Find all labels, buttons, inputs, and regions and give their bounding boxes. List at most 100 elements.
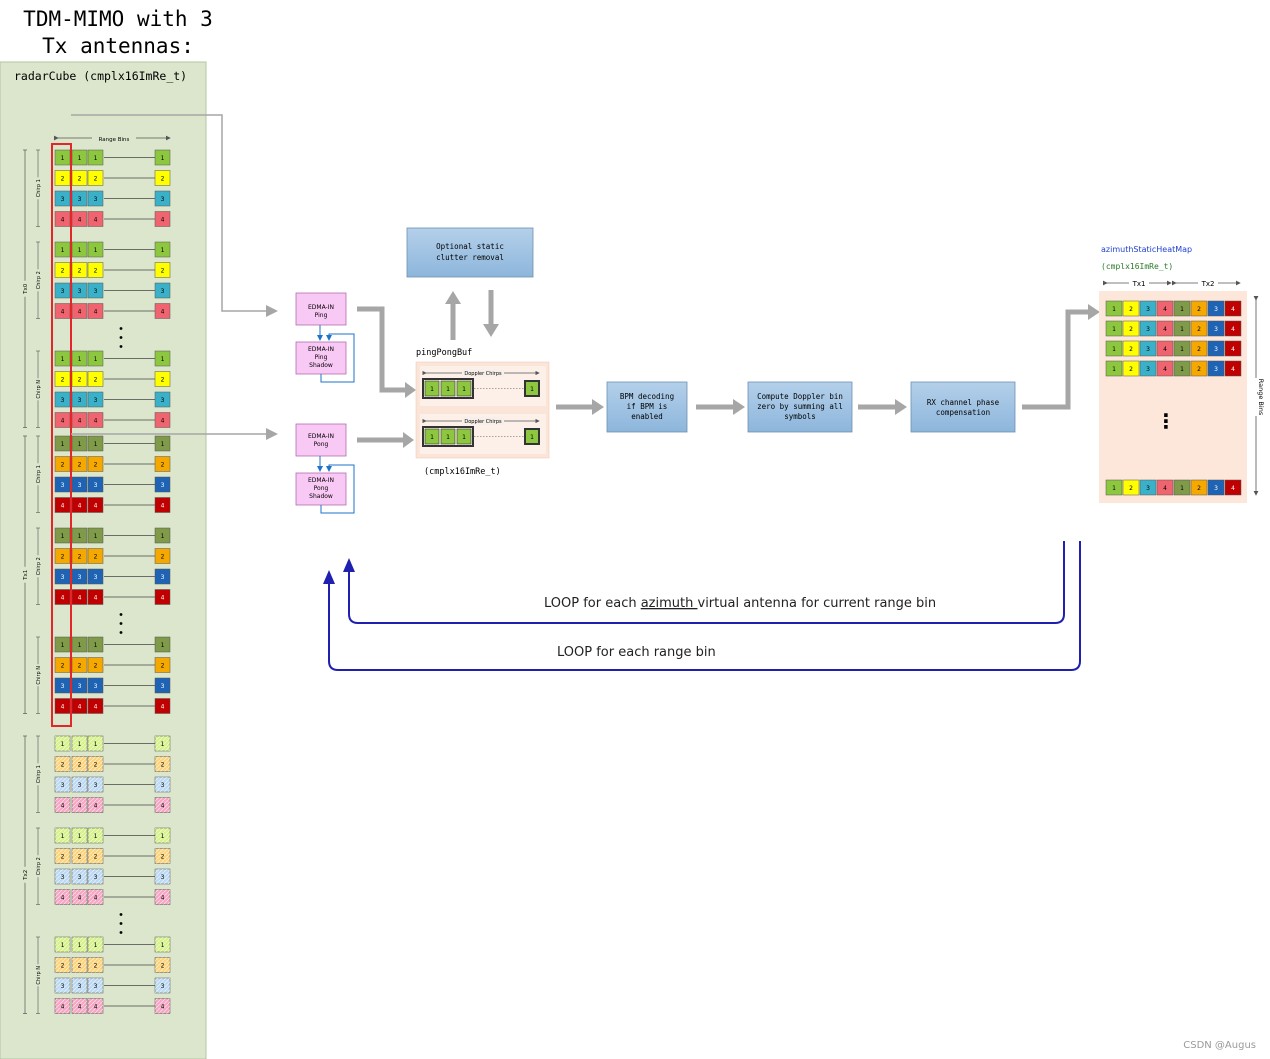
chirp-label: Chirp N — [36, 966, 42, 985]
chirp-label: Chirp 2 — [36, 271, 42, 289]
heatmap-cell-value: 3 — [1146, 366, 1150, 373]
doppler-chirps-label: Doppler Chirps — [464, 371, 502, 377]
cell-value: 3 — [94, 288, 98, 295]
chirp-label: Chirp 2 — [36, 557, 42, 575]
cell-value: 1 — [78, 247, 82, 254]
cell-value: 3 — [61, 782, 65, 789]
heatmap-cell — [1224, 360, 1242, 377]
cell-value: 1 — [78, 356, 82, 363]
heatmap-cell-value: 2 — [1129, 485, 1133, 492]
heatmap-cell-value: 4 — [1163, 485, 1167, 492]
cell-value: 1 — [61, 741, 65, 748]
cell-value: 2 — [94, 762, 98, 769]
inner-loop-label: LOOP for each azimuth virtual antenna fo… — [544, 596, 936, 611]
heatmap-cell — [1122, 300, 1140, 317]
cell-value: 1 — [61, 642, 65, 649]
cell-value: 1 — [161, 942, 165, 949]
inner-loop-arrow — [348, 541, 1065, 624]
heatmap-cell — [1139, 300, 1157, 317]
ping-pong-buf-type: (cmplx16ImRe_t) — [424, 467, 501, 477]
cell-value: 1 — [61, 441, 65, 448]
cell-value: 2 — [161, 268, 165, 275]
heatmap-cell-value: 1 — [1180, 306, 1184, 313]
cell-value: 4 — [78, 895, 82, 902]
cell-value: 4 — [78, 309, 82, 316]
cell-value: 3 — [78, 482, 82, 489]
buffer-cell — [456, 428, 472, 445]
cell-value: 2 — [78, 377, 82, 384]
range-bin-cell — [87, 677, 104, 694]
cell-value: 4 — [161, 503, 165, 510]
heatmap-cell — [1139, 479, 1157, 496]
buffer-cell-value: 1 — [462, 434, 466, 441]
range-bin-cell — [154, 282, 171, 299]
cell-value: 3 — [94, 482, 98, 489]
cell-value: 1 — [61, 356, 65, 363]
cell-value: 2 — [61, 176, 65, 183]
continuation-dot — [119, 613, 123, 616]
cell-value: 1 — [161, 533, 165, 540]
heatmap-cell-value: 2 — [1197, 306, 1201, 313]
heatmap-cell-value: 1 — [1112, 346, 1116, 353]
heatmap-cell — [1105, 340, 1123, 357]
heatmap-cell — [1173, 300, 1191, 317]
range-bin-cell — [154, 589, 171, 605]
cell-value: 1 — [161, 833, 165, 840]
cell-value: 3 — [161, 482, 165, 489]
heatmap-tx2-label: Tx2 — [1201, 280, 1215, 288]
heatmap-cell-value: 2 — [1197, 485, 1201, 492]
cell-value: 2 — [78, 663, 82, 670]
heatmap-cell-value: 4 — [1163, 346, 1167, 353]
range-bin-cell — [154, 657, 171, 673]
cell-value: 4 — [61, 503, 65, 510]
range-bin-cell — [154, 527, 171, 544]
cell-value: 3 — [161, 288, 165, 295]
heatmap-cell-value: 2 — [1197, 326, 1201, 333]
buffer-cell-value: 1 — [446, 434, 450, 441]
cell-value: 2 — [161, 854, 165, 861]
cell-value: 2 — [161, 377, 165, 384]
cell-value: 4 — [61, 1004, 65, 1011]
continuation-dot — [119, 327, 123, 330]
cell-value: 2 — [94, 176, 98, 183]
cell-value: 3 — [94, 574, 98, 581]
heatmap-cell — [1207, 360, 1225, 377]
chirp-label: Chirp N — [36, 380, 42, 399]
ping-feed-line — [71, 114, 278, 317]
cell-value: 4 — [161, 895, 165, 902]
doppler-bin-zero-box — [747, 381, 853, 433]
range-bin-cell — [87, 371, 104, 387]
cell-value: 4 — [94, 803, 98, 810]
range-bin-cell — [154, 170, 171, 186]
edma-ping-shadow-box — [295, 341, 347, 375]
range-bin-cell — [87, 435, 104, 452]
range-bin-cell — [154, 303, 171, 319]
heatmap-cell — [1173, 479, 1191, 496]
cell-value: 1 — [78, 642, 82, 649]
continuation-dot — [119, 622, 123, 625]
heatmap-cell-value: 1 — [1180, 326, 1184, 333]
range-bin-cell — [154, 677, 171, 694]
cell-value: 4 — [61, 595, 65, 602]
cell-value: 2 — [61, 462, 65, 469]
cell-value: 1 — [61, 533, 65, 540]
cell-value: 3 — [78, 683, 82, 690]
heatmap-cell-value: 4 — [1231, 366, 1235, 373]
cell-value: 3 — [61, 683, 65, 690]
chirp-label: Chirp 2 — [36, 857, 42, 875]
cell-value: 1 — [78, 533, 82, 540]
